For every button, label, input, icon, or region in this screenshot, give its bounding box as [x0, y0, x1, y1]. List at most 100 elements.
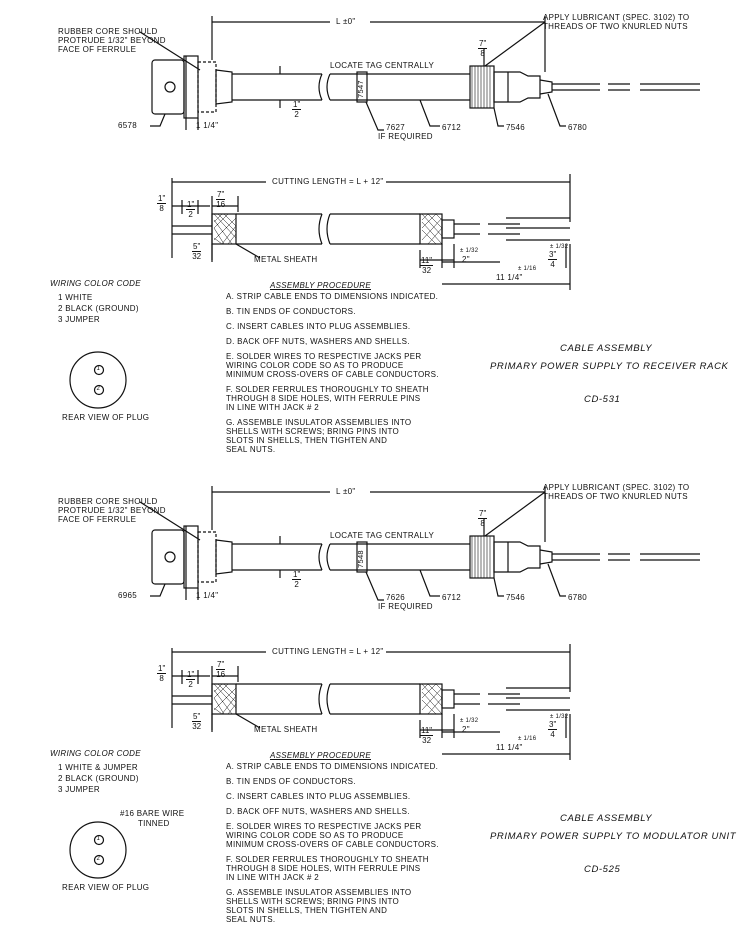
procedure-step: E. SOLDER WIRES TO RESPECTIVE JACKS PER … [226, 822, 439, 849]
procedure-step: B. TIN ENDS OF CONDUCTORS. [226, 307, 439, 316]
dim-eleven-32-denominator: 32 [422, 736, 432, 745]
plug-pin-2: 2 [96, 856, 101, 862]
wiring-item-3: 3 JUMPER [58, 785, 100, 794]
dim-half-top-numerator: 1" [292, 100, 302, 110]
rubber-core-note-line-3: FACE OF FERRULE [58, 45, 137, 54]
dim-one-quarter: 1 1/4" [196, 121, 219, 130]
tol-two: ± 1/32 [460, 718, 479, 724]
sheet-title: CABLE ASSEMBLY [560, 343, 653, 354]
dim-seven-eighths-denominator: 8 [480, 49, 485, 58]
length-label: L ±0" [336, 17, 356, 26]
dim-eleven-quarter: 11 1/4" [496, 273, 523, 282]
procedure-step: F. SOLDER FERRULES THOROUGHLY TO SHEATH … [226, 855, 439, 882]
procedure-step-line: SLOTS IN SHELLS, THEN TIGHTEN AND [226, 436, 388, 445]
procedure-step-line: F. SOLDER FERRULES THOROUGHLY TO SHEATH [226, 855, 429, 864]
dim-seven-sixteenths-numerator: 7" [216, 660, 226, 670]
procedure-step: G. ASSEMBLE INSULATOR ASSEMBLIES INTO SH… [226, 418, 439, 454]
tag-number: 7547 [356, 80, 365, 98]
part-connector: 6780 [568, 593, 587, 602]
sheet-title: CABLE ASSEMBLY [560, 813, 653, 824]
part-cable: 6712 [442, 123, 461, 132]
sheet-subtitle: PRIMARY POWER SUPPLY TO RECEIVER RACK [490, 361, 729, 372]
dim-three-quarters-numerator: 3" [548, 250, 558, 260]
dim-seven-sixteenths-denominator: 16 [216, 200, 226, 209]
procedure-step: D. BACK OFF NUTS, WASHERS AND SHELLS. [226, 807, 439, 816]
procedure-step-line: A. STRIP CABLE ENDS TO DIMENSIONS INDICA… [226, 762, 439, 771]
sheet-number: CD-525 [584, 864, 621, 875]
tag-number: 7548 [356, 550, 365, 568]
part-tag: 7626 [386, 593, 405, 602]
procedure-step-line: SHELLS WITH SCREWS; BRING PINS INTO [226, 897, 400, 906]
lubricant-note-line-1: APPLY LUBRICANT (SPEC. 3102) TO [543, 13, 690, 22]
tol-three-quarters: ± 1/32 [550, 714, 569, 720]
assembly-procedure: A. STRIP CABLE ENDS TO DIMENSIONS INDICA… [226, 762, 439, 930]
dim-seven-sixteenths: 7"16 [216, 660, 226, 679]
locate-tag-note: LOCATE TAG CENTRALLY [330, 61, 435, 70]
procedure-step: E. SOLDER WIRES TO RESPECTIVE JACKS PER … [226, 352, 439, 379]
procedure-step-line: WIRING COLOR CODE SO AS TO PRODUCE [226, 831, 404, 840]
procedure-step-line: IN LINE WITH JACK # 2 [226, 403, 319, 412]
procedure-step-line: D. BACK OFF NUTS, WASHERS AND SHELLS. [226, 807, 410, 816]
dim-seven-eighths-numerator: 7" [478, 509, 488, 519]
dim-seven-sixteenths: 7"16 [216, 190, 226, 209]
tag-band [356, 71, 368, 103]
dim-seven-sixteenths-denominator: 16 [216, 670, 226, 679]
ferrule [197, 531, 217, 583]
plug-rear-circle [69, 821, 127, 879]
connector-tip [539, 549, 553, 565]
plug-rear-circle [69, 351, 127, 409]
procedure-step-line: G. ASSEMBLE INSULATOR ASSEMBLIES INTO [226, 418, 412, 427]
wiring-title: WIRING COLOR CODE [50, 279, 141, 288]
procedure-step: F. SOLDER FERRULES THOROUGHLY TO SHEATH … [226, 385, 439, 412]
procedure-step-line: THROUGH 8 SIDE HOLES, WITH FERRULE PINS [226, 864, 421, 873]
bare-wire-note-1: #16 BARE WIRE [120, 809, 185, 818]
plug-pin-1: 1 [96, 836, 101, 842]
cutting-length-label: CUTTING LENGTH = L + 12" [270, 647, 386, 656]
wiring-title: WIRING COLOR CODE [50, 749, 141, 758]
if-required: IF REQUIRED [378, 132, 433, 141]
dim-three-quarters-denominator: 4 [550, 260, 555, 269]
dim-one-eighth-numerator: 1" [157, 194, 167, 204]
dim-five-32-numerator: 5" [192, 712, 202, 722]
wiring-item-1: 1 WHITE [58, 293, 93, 302]
procedure-step-line: SLOTS IN SHELLS, THEN TIGHTEN AND [226, 906, 388, 915]
dim-five-32-numerator: 5" [192, 242, 202, 252]
procedure-step-line: C. INSERT CABLES INTO PLUG ASSEMBLIES. [226, 322, 411, 331]
dim-half-cut-denominator: 2 [188, 210, 193, 219]
procedure-step-line: MINIMUM CROSS-OVERS OF CABLE CONDUCTORS. [226, 840, 439, 849]
connector-body [493, 541, 541, 573]
dim-half-top: 1"2 [292, 570, 302, 589]
tol-eleven: ± 1/16 [518, 266, 537, 272]
sheet-subtitle: PRIMARY POWER SUPPLY TO MODULATOR UNIT [490, 831, 737, 842]
dim-eleven-quarter: 11 1/4" [496, 743, 523, 752]
dim-one-eighth: 1"8 [157, 664, 167, 683]
dim-one-eighth: 1"8 [157, 194, 167, 213]
cutting-length-label: CUTTING LENGTH = L + 12" [270, 177, 386, 186]
rubber-core-note-line-2: PROTRUDE 1/32" BEYOND [58, 506, 166, 515]
dim-seven-eighths: 7"8 [478, 509, 488, 528]
knurled-nut [469, 535, 495, 579]
procedure-step-line: SHELLS WITH SCREWS; BRING PINS INTO [226, 427, 400, 436]
dim-seven-eighths-numerator: 7" [478, 39, 488, 49]
part-tag: 7627 [386, 123, 405, 132]
wiring-item-2: 2 BLACK (GROUND) [58, 774, 139, 783]
part-plug: 6965 [118, 591, 137, 600]
procedure-step-line: E. SOLDER WIRES TO RESPECTIVE JACKS PER [226, 822, 422, 831]
connector-tip [539, 79, 553, 95]
dim-eleven-32-numerator: 11" [420, 726, 434, 736]
cable-break [318, 543, 323, 571]
plug-hole [164, 551, 176, 563]
tol-two: ± 1/32 [460, 248, 479, 254]
rubber-core-note-line-1: RUBBER CORE SHOULD [58, 497, 158, 506]
procedure-step-line: B. TIN ENDS OF CONDUCTORS. [226, 307, 356, 316]
procedure-step: D. BACK OFF NUTS, WASHERS AND SHELLS. [226, 337, 439, 346]
dim-three-quarters: 3"4 [548, 720, 558, 739]
procedure-step-line: IN LINE WITH JACK # 2 [226, 873, 319, 882]
tol-eleven: ± 1/16 [518, 736, 537, 742]
plug-pin-2: 2 [96, 386, 101, 392]
procedure-step-line: SEAL NUTS. [226, 915, 276, 924]
procedure-step-line: A. STRIP CABLE ENDS TO DIMENSIONS INDICA… [226, 292, 439, 301]
bare-wire-note-2: TINNED [138, 819, 170, 828]
dim-five-32-denominator: 32 [192, 722, 202, 731]
dim-half-top-denominator: 2 [294, 110, 299, 119]
